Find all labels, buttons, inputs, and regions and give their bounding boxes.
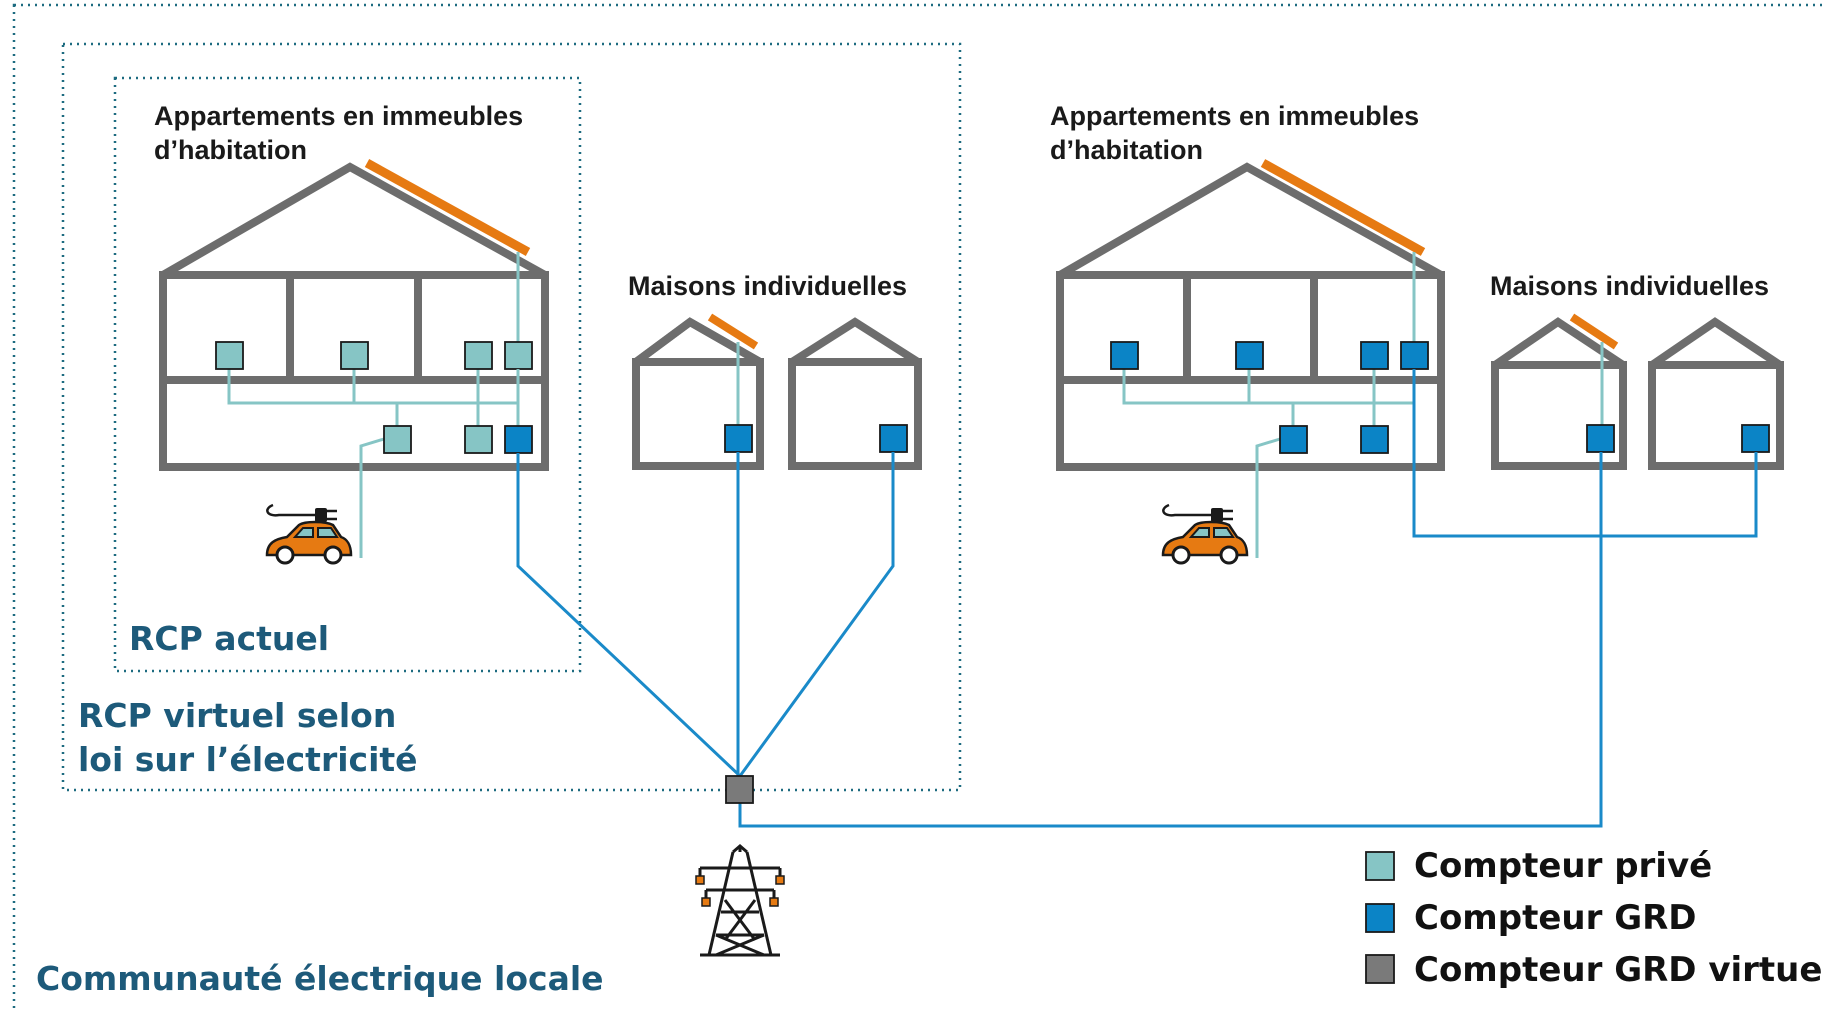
private-meter <box>464 425 493 454</box>
legend-virtual-grd-meter: Compteur GRD virtuel <box>1414 950 1825 990</box>
grd-meter <box>879 424 908 453</box>
label-rcp-current: RCP actuel <box>129 619 329 658</box>
right-apartment-building <box>1056 159 1445 558</box>
label-apartments-left: Appartements en immeubles <box>154 101 523 131</box>
label-apartments-right: Appartements en immeubles <box>1050 101 1419 131</box>
private-meter <box>383 425 412 454</box>
label-apartments-right-2: d’habitation <box>1050 135 1203 165</box>
grd-meter <box>1360 425 1389 454</box>
private-meter <box>504 341 533 370</box>
label-houses-left: Maisons individuelles <box>628 271 907 301</box>
power-pylon-icon <box>698 844 782 957</box>
private-meter <box>215 341 244 370</box>
grd-meter <box>724 424 753 453</box>
label-apartments-left-2: d’habitation <box>154 135 307 165</box>
solar-panel-icon <box>707 313 759 350</box>
label-community: Communauté électrique locale <box>36 959 604 998</box>
solar-panel-icon <box>1260 159 1426 256</box>
electric-car-icon <box>1161 503 1249 565</box>
legend-private-meter: Compteur privé <box>1414 846 1712 886</box>
legend: Compteur privé Compteur GRD Compteur GRD… <box>1365 846 1825 990</box>
grd-network-lines <box>516 369 1758 828</box>
label-rcp-virtual-2: loi sur l’électricité <box>78 740 418 779</box>
border-rcp-current <box>113 76 582 673</box>
label-houses-right: Maisons individuelles <box>1490 271 1769 301</box>
private-meter <box>464 341 493 370</box>
legend-swatch-virtual <box>1365 954 1395 984</box>
grd-meter <box>1279 425 1308 454</box>
grd-meter <box>1110 341 1139 370</box>
legend-grd-meter: Compteur GRD <box>1414 898 1697 938</box>
solar-panel-icon <box>364 159 531 256</box>
grd-meter <box>1586 424 1615 453</box>
border-rcp-virtual <box>61 42 962 792</box>
pylon-insulators <box>695 875 785 907</box>
legend-swatch-private <box>1365 851 1395 881</box>
left-apartment-building <box>159 159 549 558</box>
grd-meter <box>1360 341 1389 370</box>
legend-swatch-grd <box>1365 903 1395 933</box>
grd-meter <box>1235 341 1264 370</box>
private-meter <box>340 341 369 370</box>
grd-meter <box>1400 341 1429 370</box>
left-houses <box>632 313 922 470</box>
right-houses <box>1491 313 1784 470</box>
grd-meter <box>504 425 533 454</box>
electric-car-icon <box>265 503 353 565</box>
label-rcp-virtual-1: RCP virtuel selon <box>78 696 396 735</box>
virtual-grd-meter <box>725 775 754 804</box>
grd-meter <box>1741 424 1770 453</box>
solar-panel-icon <box>1569 313 1619 350</box>
